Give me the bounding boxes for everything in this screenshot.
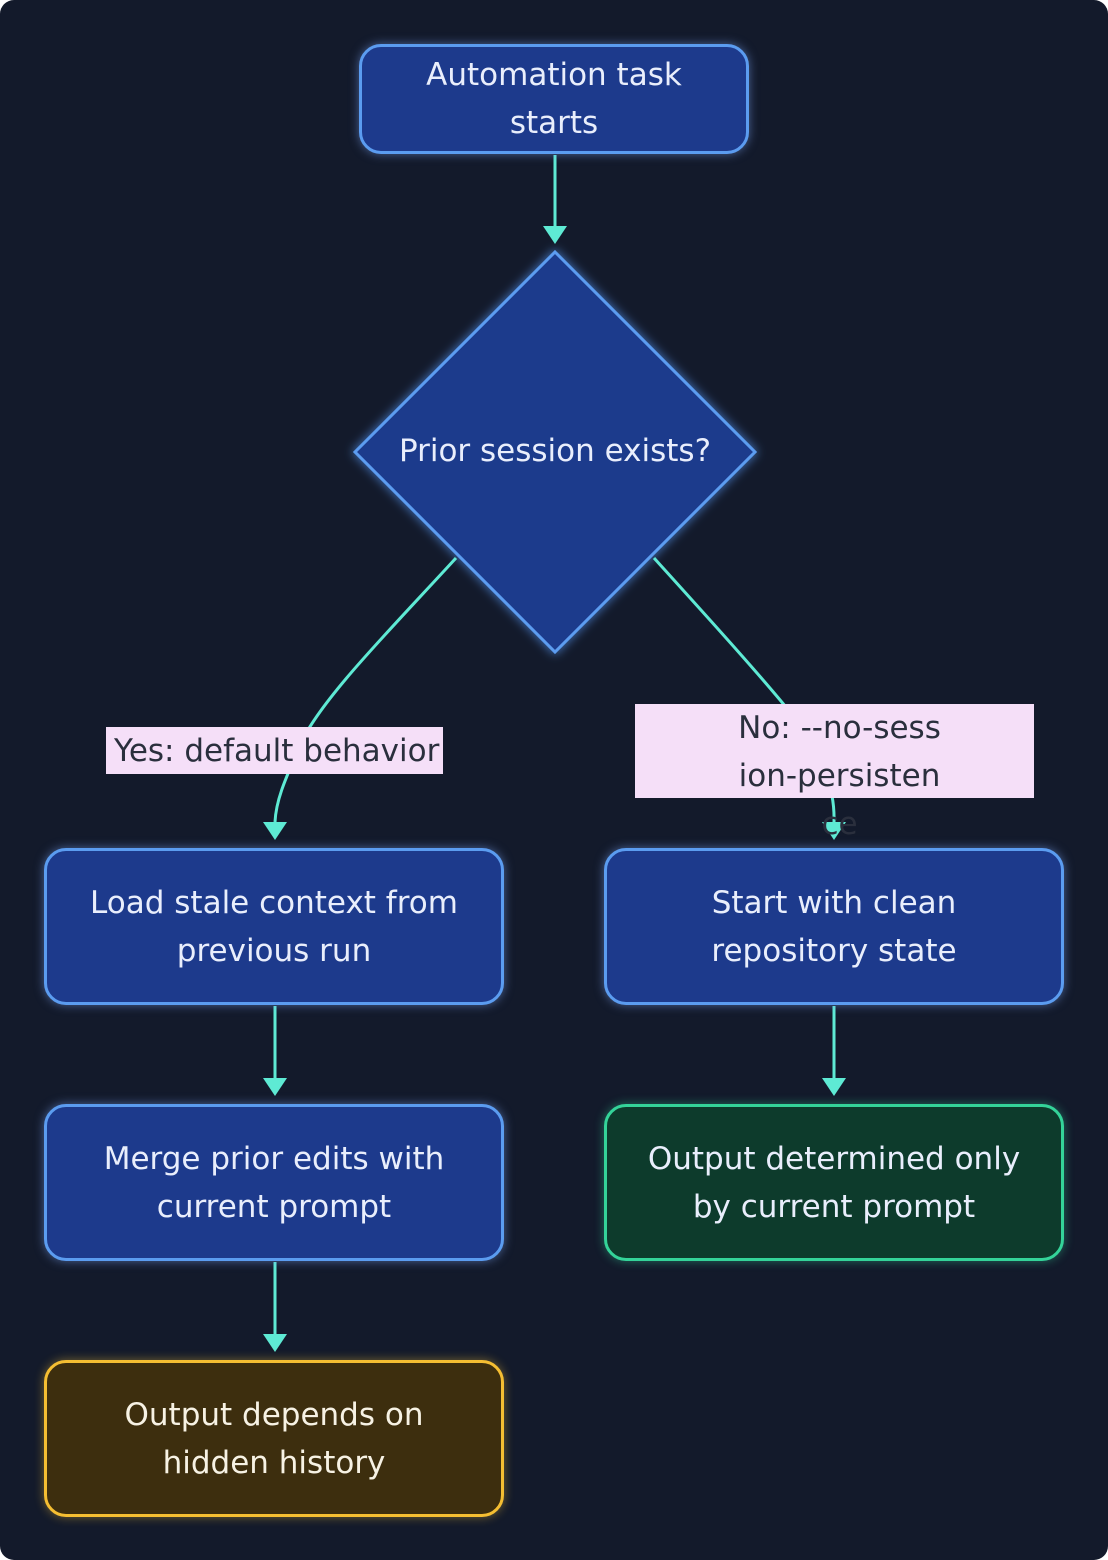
start-node: Automation task starts — [359, 44, 749, 154]
clean-state-label: Start with clean repository state — [711, 884, 957, 969]
load-context-label: Load stale context from previous run — [90, 884, 458, 969]
edge-label-no: No: --no-session-persistence — [635, 704, 1034, 842]
edge-decision-to-load-context — [273, 556, 458, 823]
clean-state-node: Start with clean repository state — [604, 848, 1064, 1005]
arrowhead-start-to-decision — [543, 226, 567, 244]
arrowhead-merge-to-output-hidden — [263, 1334, 287, 1352]
merge-edits-label: Merge prior edits with current prompt — [103, 1140, 445, 1225]
output-current-node: Output determined only by current prompt — [604, 1104, 1064, 1261]
arrowhead-clean-to-output-current — [822, 1078, 846, 1096]
output-hidden-label: Output depends on hidden history — [124, 1396, 424, 1481]
output-current-label: Output determined only by current prompt — [647, 1140, 1021, 1225]
output-hidden-node: Output depends on hidden history — [44, 1360, 504, 1517]
merge-edits-node: Merge prior edits with current prompt — [44, 1104, 504, 1261]
decision-node-label: Prior session exists? — [398, 433, 712, 469]
load-context-node: Load stale context from previous run — [44, 848, 504, 1005]
arrowhead-decision-to-load-context — [263, 822, 287, 840]
start-node-label: Automation task starts — [426, 57, 682, 141]
arrowhead-decision-to-clean-state — [822, 822, 846, 840]
decision-diamond — [352, 249, 758, 655]
edge-label-yes: Yes: default behavior — [106, 727, 443, 774]
arrowhead-load-to-merge — [263, 1078, 287, 1096]
